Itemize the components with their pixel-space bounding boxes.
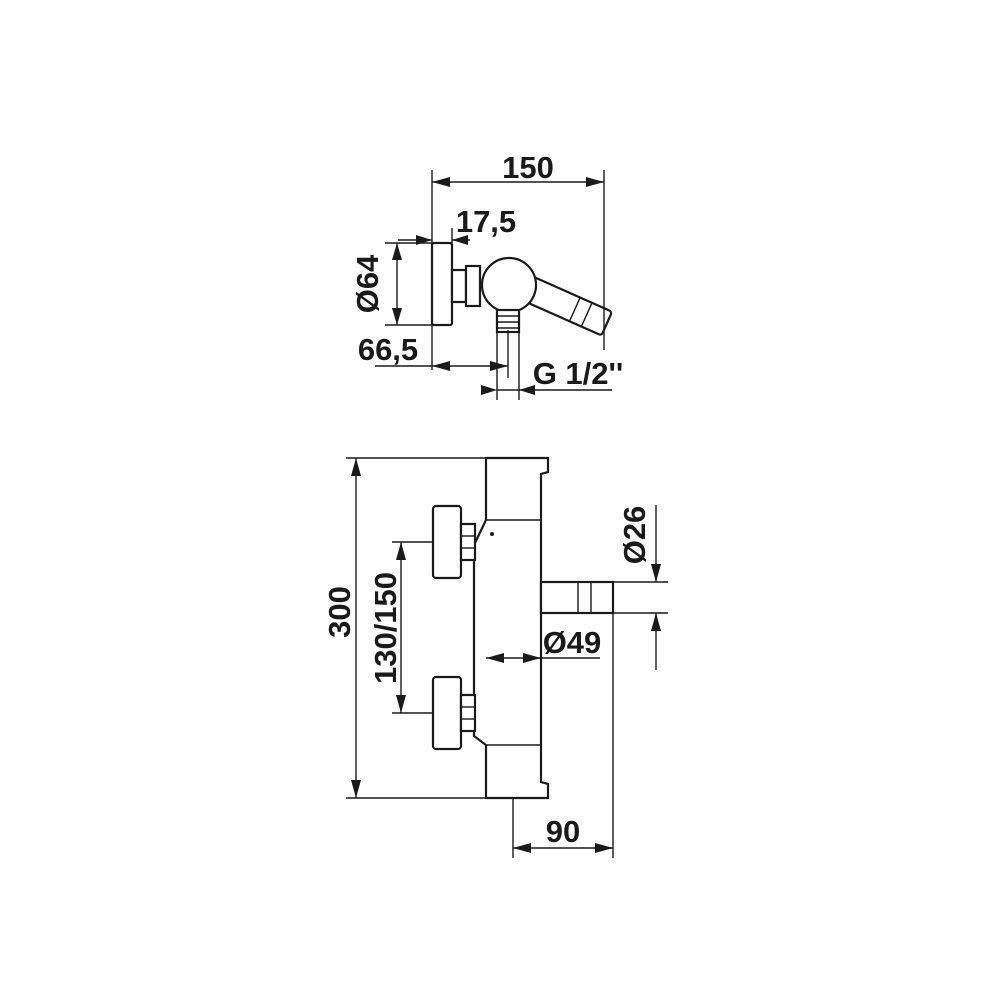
dim-label-o26: Ø26: [617, 506, 652, 565]
dim-label-300: 300: [322, 586, 357, 638]
dim-17-5: 17,5: [398, 204, 516, 245]
dim-o64: Ø64: [350, 242, 432, 326]
inlet-lower: [431, 675, 477, 751]
dim-66-5: 66,5: [358, 330, 509, 378]
dim-label-o64: Ø64: [350, 254, 385, 313]
dim-label-g12: G 1/2'': [533, 356, 624, 391]
mixer-body-front: [472, 456, 550, 800]
dim-label-130-150: 130/150: [368, 572, 403, 684]
connector-top: [450, 268, 468, 304]
dim-o49: Ø49: [486, 625, 601, 663]
wall-plate-top: [430, 241, 454, 327]
top-view: 150 17,5 Ø64 66,5: [350, 150, 623, 400]
dim-label-150: 150: [502, 150, 554, 185]
dim-label-90: 90: [546, 814, 580, 849]
dim-o26: Ø26: [613, 505, 668, 670]
threaded-outlet-top: [495, 308, 521, 334]
dim-300: 300: [322, 457, 486, 799]
connector-nut-top: [464, 264, 482, 308]
dim-90: 90: [512, 613, 614, 858]
dim-150: 150: [431, 150, 605, 370]
dim-g12: G 1/2'': [481, 332, 623, 400]
dim-label-17-5: 17,5: [456, 204, 516, 239]
inlet-upper: [431, 504, 477, 580]
mixer-body-top: [480, 256, 538, 314]
outlet-spout-front: [539, 580, 615, 615]
dim-label-o49: Ø49: [543, 625, 602, 660]
dim-130-150: 130/150: [368, 541, 433, 714]
front-view: 300 130/150 Ø26 Ø49: [322, 456, 668, 858]
dim-label-66-5: 66,5: [358, 332, 418, 367]
